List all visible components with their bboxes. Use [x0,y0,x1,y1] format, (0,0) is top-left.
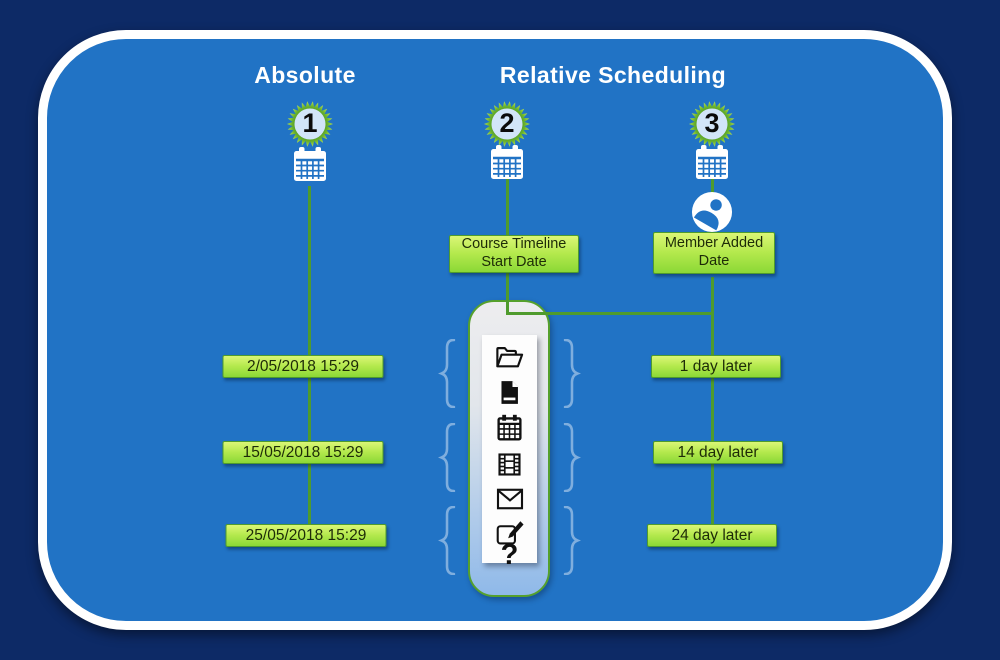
calendar-icon [694,145,730,179]
document-icon [496,379,523,406]
left-brace-icon [437,505,458,576]
course-line-lower [506,271,509,315]
heading-absolute: Absolute [254,62,356,88]
step-badge-1: 1 [287,101,333,147]
course-start-label-box: Course Timeline Start Date [449,235,579,273]
step-number-1: 1 [302,107,318,138]
timeline-member-line [711,277,714,546]
course-to-member-connector [506,312,714,315]
step-number-3: 3 [704,107,720,138]
right-brace-icon [561,338,582,409]
event-box-member-3: 24 day later [647,524,777,547]
calendar-icon [495,413,524,442]
starburst-seal-icon [484,101,530,147]
event-box-absolute-1: 2/05/2018 15:29 [222,355,384,378]
open-folder-icon [494,343,525,371]
compose-icon [494,519,525,548]
member-added-label-box: Member Added Date [653,232,775,274]
left-brace-icon [437,338,458,409]
calendar-icon [292,147,328,181]
heading-relative: Relative Scheduling [499,62,727,88]
member-line-stub [711,178,714,200]
step-badge-2: 2 [484,101,530,147]
right-brace-icon [561,422,582,493]
left-brace-icon [437,422,458,493]
calendar-icon [489,145,525,179]
starburst-seal-icon [689,101,735,147]
right-brace-icon [561,505,582,576]
event-box-member-2: 14 day later [653,441,783,464]
member-person-icon [691,191,733,233]
step-badge-3: 3 [689,101,735,147]
event-box-absolute-2: 15/05/2018 15:29 [222,441,384,464]
film-strip-icon [495,450,524,479]
event-box-member-1: 1 day later [651,355,781,378]
actions-list: ? [482,335,537,570]
event-box-absolute-3: 25/05/2018 15:29 [225,524,387,547]
course-line-upper [506,179,509,236]
starburst-seal-icon [287,101,333,147]
step-number-2: 2 [499,107,515,138]
envelope-icon [495,487,525,511]
